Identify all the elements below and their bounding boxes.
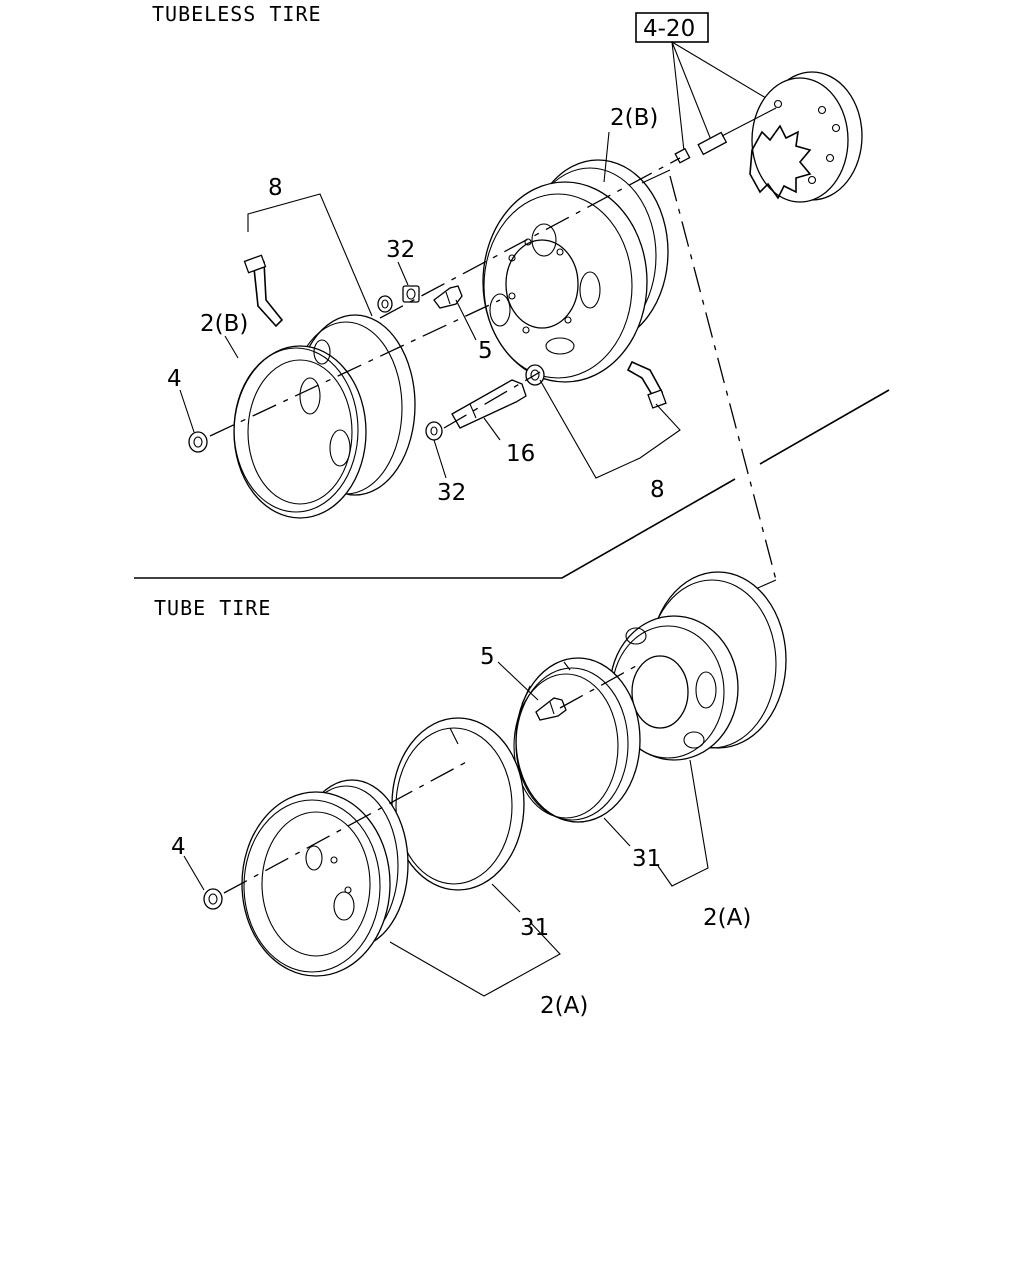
valve-5-tube [535,697,567,721]
nut-32-top-a [377,295,393,313]
disc-wheel-inner-a [609,571,787,761]
callout-disc-inner-b: 2(B) [610,105,658,131]
valve-extension-bottom [626,360,667,409]
disc-wheel-outer-a [241,779,409,977]
section-title-tube: TUBE TIRE [154,596,271,620]
nut-32-top-b [402,285,420,303]
side-ring-31-right [513,657,641,823]
callout-extension-16: 16 [506,441,535,467]
callout-disc-a-right: 2(A) [703,905,751,931]
callout-hub-nut-tube: 4 [171,834,186,860]
reference-box-label: 4-20 [643,16,695,42]
callout-nut-32-top: 32 [386,237,415,263]
callout-valve-5-tubeless: 5 [478,338,493,364]
callout-disc-a-left: 2(A) [540,993,588,1019]
callout-nut-32-bottom: 32 [437,480,466,506]
hub-bolt [697,107,777,156]
hub-nut-tubeless [188,431,208,453]
wheel-hub [749,71,863,203]
centerlines-tubeless [209,157,777,595]
side-ring-31-left [391,717,525,891]
callout-side-ring-31-left: 31 [520,915,549,941]
callout-valve-assembly-bottom: 8 [650,477,665,503]
callout-valve-assembly-top: 8 [268,175,283,201]
disc-wheel-outer-b [233,314,416,519]
callout-side-ring-31-right: 31 [632,846,661,872]
valve-5-tubeless [433,285,463,309]
callout-valve-5-tube: 5 [480,644,495,670]
reference-box[interactable]: 4-20 [635,12,709,43]
hub-nut [674,147,691,164]
leader-lines [179,131,709,997]
nut-32-bottom [425,421,443,441]
disc-wheel-inner-b [482,159,669,383]
callout-hub-nut-tubeless: 4 [167,366,182,392]
callout-disc-outer-b: 2(B) [200,311,248,337]
hub-nut-tube [203,888,223,910]
extension-16 [451,379,527,429]
centerlines-tube [223,665,637,894]
section-title-tubeless: TUBELESS TIRE [152,2,322,26]
valve-extension-top [243,254,284,328]
section-divider [134,389,890,579]
reference-leaders [671,41,777,152]
